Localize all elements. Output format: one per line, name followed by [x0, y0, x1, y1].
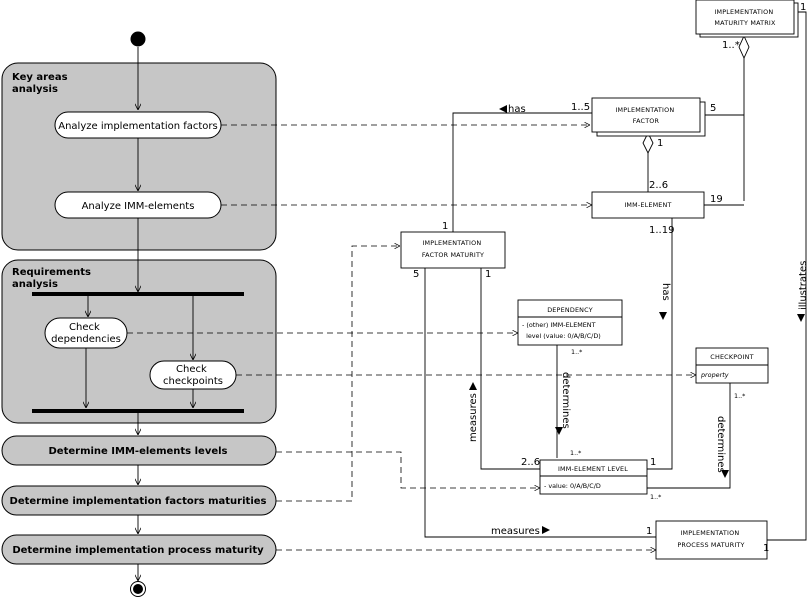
mult-matrix-top: 1: [800, 2, 806, 13]
measures-h-arrow-icon: [542, 526, 550, 534]
mult-fm-top: 1: [442, 221, 448, 232]
class-factor-maturity-name: IMPLEMENTATION FACTOR MATURITY: [422, 239, 484, 259]
join-bar: [32, 409, 244, 413]
mult-level-top: 1..*: [570, 449, 581, 457]
mult-level-bottom-right: 1..*: [650, 493, 661, 501]
mult-cp-bottom: 1..*: [734, 392, 745, 400]
mult-fm-bottom-left: 5: [413, 269, 419, 280]
role-determines-checkpoint: determines: [715, 416, 726, 473]
mult-element-bottom: 1..19: [649, 225, 674, 236]
class-checkpoint-name: CHECKPOINT: [710, 353, 753, 361]
action-determine-levels[interactable]: [1, 435, 277, 466]
class-checkpoint-attribute: property: [700, 371, 729, 379]
fork-bar: [32, 292, 244, 296]
assoc-fm-factor: [452, 112, 592, 234]
role-has-factor: has: [508, 104, 526, 115]
mult-fm-bottom-right: 1: [485, 269, 491, 280]
mult-level-left: 2..6: [521, 457, 540, 468]
assoc-fm-pm: [424, 268, 656, 538]
class-dependency-attribute: - (other) IMM-ELEMENT level (value: 0/A/…: [522, 321, 601, 340]
class-element-name: IMM-ELEMENT: [624, 201, 671, 209]
final-node-inner: [133, 584, 143, 594]
measures-v-arrow-icon: [469, 382, 477, 390]
role-measures-vertical: measures: [468, 393, 479, 442]
illustrates-arrow-icon: [797, 314, 805, 322]
link-factor-maturities-to-fm-class: [276, 246, 400, 502]
action-analyze-factors-label: Analyze implementation factors: [58, 121, 218, 132]
action-check-checkpoints-label: Check checkpoints: [163, 364, 223, 387]
assoc-cp-level: [647, 383, 731, 489]
mult-element-right: 19: [710, 194, 723, 205]
action-determine-process-maturity-label: Determine implementation process maturit…: [12, 545, 264, 556]
mult-factor-comp: 1: [657, 138, 663, 149]
mult-level-right: 1: [650, 457, 656, 468]
partition-requirements-label: Requirements analysis: [12, 267, 94, 290]
class-matrix[interactable]: [695, 0, 795, 35]
mult-element-top: 2..6: [649, 180, 668, 191]
action-determine-levels-label: Determine IMM-elements levels: [49, 446, 228, 457]
has-factor-arrow-icon: [499, 105, 507, 113]
class-dependency[interactable]: [517, 299, 623, 346]
role-measures-horizontal: measures: [491, 526, 540, 537]
class-element[interactable]: [591, 191, 705, 219]
role-has-element: has: [660, 283, 671, 301]
action-determine-process-maturity[interactable]: [1, 534, 277, 565]
assoc-pm-matrix: [767, 11, 807, 541]
link-levels-to-level-class: [276, 451, 540, 488]
determines-cp-arrow-icon: [721, 470, 729, 478]
mult-factor-right: 5: [710, 103, 716, 114]
class-process-maturity[interactable]: [655, 520, 768, 560]
initial-node: [130, 31, 146, 47]
class-element-level-attribute: - value: 0/A/B/C/D: [544, 482, 601, 490]
role-illustrates: illustrates: [798, 261, 809, 310]
mult-dep-bottom: 1..*: [571, 348, 582, 356]
has-element-arrow-icon: [659, 312, 667, 320]
matrix-composition-diamond: [738, 34, 750, 60]
assoc-element-level: [647, 218, 673, 470]
mult-pm-left: 1: [646, 526, 652, 537]
mult-factor-has: 1..5: [571, 102, 590, 113]
class-process-maturity-name: IMPLEMENTATION PROCESS MATURITY: [677, 529, 744, 549]
action-analyze-elements-label: Analyze IMM-elements: [82, 201, 195, 212]
class-matrix-name: IMPLEMENTATION MATURITY MATRIX: [714, 8, 776, 27]
class-dependency-name: DEPENDENCY: [547, 306, 593, 314]
action-determine-factor-maturities-label: Determine implementation factors maturit…: [10, 496, 267, 507]
assoc-fm-level: [480, 268, 540, 470]
class-factor[interactable]: [591, 97, 701, 133]
determines-dep-arrow-icon: [555, 427, 563, 435]
partition-key-areas-label: Key areas analysis: [12, 72, 71, 95]
action-check-dependencies-label: Check dependencies: [51, 322, 121, 345]
mult-pm-right: 1: [763, 543, 769, 554]
role-determines-dependency: determines: [560, 372, 571, 429]
class-element-level[interactable]: [539, 459, 648, 495]
class-factor-name: IMPLEMENTATION FACTOR: [615, 106, 676, 125]
class-checkpoint[interactable]: [695, 347, 769, 384]
action-determine-factor-maturities[interactable]: [1, 485, 277, 516]
mult-matrix-comp: 1..*: [722, 40, 740, 51]
class-factor-maturity[interactable]: [400, 231, 506, 269]
class-element-level-name: IMM-ELEMENT LEVEL: [558, 465, 628, 473]
